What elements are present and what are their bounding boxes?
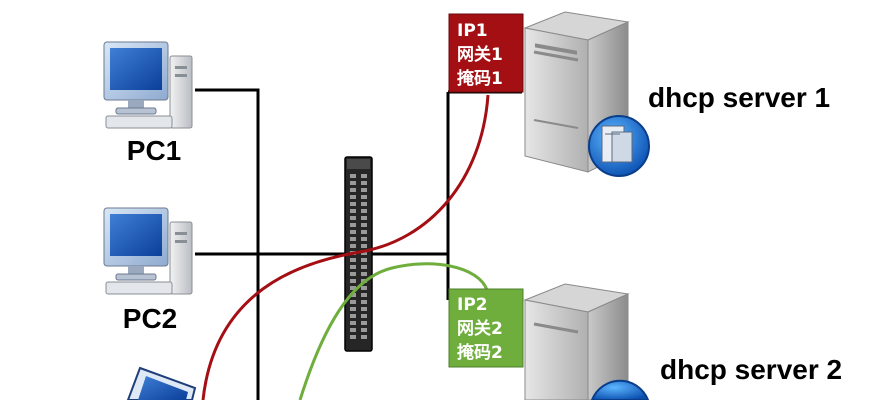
switch-port	[350, 286, 356, 290]
switch-port	[350, 314, 356, 318]
server1-mask: 掩码1	[457, 68, 503, 89]
switch-port	[350, 244, 356, 248]
switch-port	[361, 307, 367, 311]
switch-port	[361, 328, 367, 332]
switch-port	[361, 335, 367, 339]
switch-port	[350, 174, 356, 178]
switch-port	[350, 328, 356, 332]
switch-port	[361, 216, 367, 220]
switch-port	[350, 181, 356, 185]
switch-port	[361, 265, 367, 269]
switch-port	[361, 244, 367, 248]
server1-config-box: IP1 网关1 掩码1	[448, 13, 524, 93]
server2-ip: IP2	[457, 295, 488, 315]
server-globe-icon	[590, 379, 650, 400]
switch-port	[361, 286, 367, 290]
switch-port	[361, 321, 367, 325]
switch-port	[361, 209, 367, 213]
server-globe-icon	[588, 115, 650, 177]
server2-config-box: IP2 网关2 掩码2	[448, 288, 524, 368]
switch-port	[361, 188, 367, 192]
switch-port	[350, 265, 356, 269]
switch-port	[350, 188, 356, 192]
switch-port	[361, 230, 367, 234]
switch-port	[350, 258, 356, 262]
switch-port	[350, 321, 356, 325]
switch-port	[361, 300, 367, 304]
switch-port	[350, 223, 356, 227]
laptop-icon	[126, 366, 197, 400]
pc1-label: PC1	[127, 135, 181, 166]
pc1	[103, 41, 193, 129]
desktop-pc-icon	[103, 41, 193, 129]
switch-port	[350, 279, 356, 283]
pc2-label: PC2	[123, 303, 177, 334]
switch-port	[361, 314, 367, 318]
switch-port	[361, 237, 367, 241]
server2-label: dhcp server 2	[660, 354, 842, 385]
server2-mask: 掩码2	[457, 342, 503, 363]
switch-port	[361, 251, 367, 255]
dhcp-flow-path-2	[298, 262, 489, 400]
switch-port	[350, 307, 356, 311]
switch-port	[350, 230, 356, 234]
server1	[523, 11, 650, 177]
switch-port	[350, 237, 356, 241]
switch-port	[361, 181, 367, 185]
server1-label: dhcp server 1	[648, 82, 830, 113]
switch-port	[350, 216, 356, 220]
server1-ip: IP1	[457, 21, 488, 41]
switch-port	[350, 195, 356, 199]
desktop-pc-icon	[103, 207, 193, 295]
switch-port	[361, 258, 367, 262]
wire-pc1	[195, 88, 260, 400]
switch-port	[361, 293, 367, 297]
switch-port	[361, 223, 367, 227]
switch-port	[361, 195, 367, 199]
switch-port	[350, 335, 356, 339]
switch-port	[350, 202, 356, 206]
switch-port	[361, 272, 367, 276]
server2	[523, 283, 650, 400]
switch-port	[350, 300, 356, 304]
server1-gateway: 网关1	[457, 44, 503, 65]
pc2	[103, 207, 193, 295]
switch-port	[350, 272, 356, 276]
dhcp-flow-path-1	[201, 94, 490, 400]
switch-port	[361, 174, 367, 178]
server-tower-icon	[523, 283, 630, 400]
server2-gateway: 网关2	[457, 318, 503, 339]
switch-port	[361, 202, 367, 206]
switch-port	[350, 293, 356, 297]
switch-port	[350, 209, 356, 213]
